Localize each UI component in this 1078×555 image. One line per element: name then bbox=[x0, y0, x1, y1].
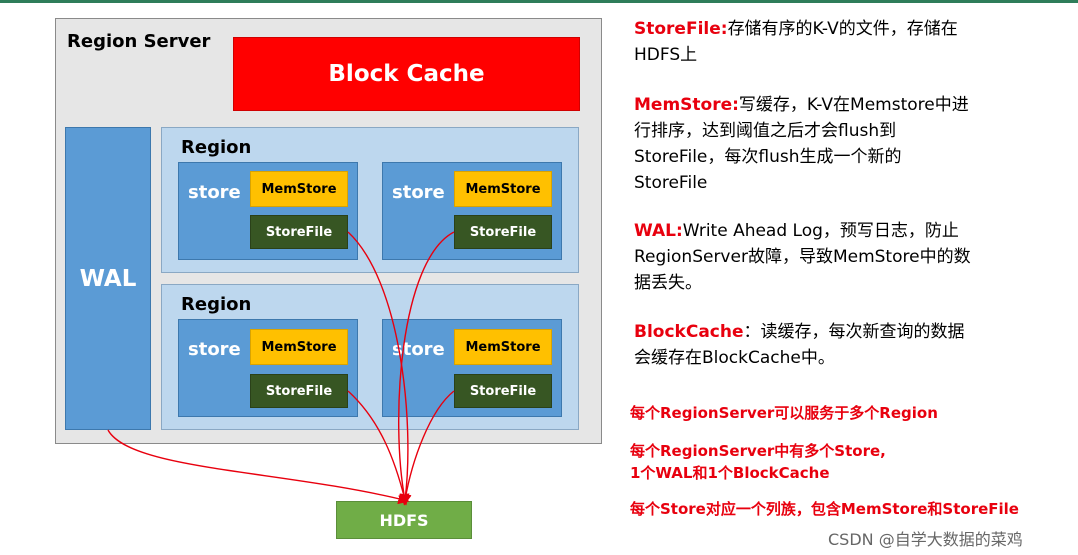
note-text: 存储有序的K-V的文件，存储在 bbox=[727, 19, 958, 39]
store-label: store bbox=[392, 182, 445, 203]
red-note: 每个RegionServer中有多个Store, 1个WAL和1个BlockCa… bbox=[630, 440, 1070, 484]
note-key: BlockCache bbox=[634, 322, 744, 342]
storefile-label: StoreFile bbox=[469, 224, 537, 240]
wal-label: WAL bbox=[79, 265, 137, 292]
memstore-label: MemStore bbox=[465, 181, 541, 197]
region-label: Region bbox=[181, 294, 252, 315]
note-text: 行排序，达到阈值之后才会flush到 bbox=[634, 121, 897, 141]
memstore-box: MemStore bbox=[454, 329, 552, 365]
note-text: RegionServer故障，导致MemStore中的数 bbox=[634, 247, 971, 267]
note-key: MemStore: bbox=[634, 95, 739, 115]
red-note: 每个Store对应一个列族，包含MemStore和StoreFile bbox=[630, 498, 1070, 520]
storefile-box: StoreFile bbox=[250, 215, 348, 249]
store-label: store bbox=[188, 339, 241, 360]
note-text: 写缓存，K-V在Memstore中进 bbox=[738, 95, 969, 115]
red-note-text: 每个RegionServer中有多个Store, bbox=[630, 442, 886, 460]
block-cache-box: Block Cache bbox=[233, 37, 580, 111]
note-key: StoreFile: bbox=[634, 19, 728, 39]
wal-box: WAL bbox=[65, 127, 151, 430]
csdn-watermark: CSDN @自学大数据的菜鸡 bbox=[828, 530, 1023, 549]
storefile-label: StoreFile bbox=[265, 383, 333, 399]
memstore-label: MemStore bbox=[465, 339, 541, 355]
hdfs-box: HDFS bbox=[336, 501, 472, 539]
hdfs-label: HDFS bbox=[379, 510, 429, 530]
memstore-box: MemStore bbox=[454, 171, 552, 207]
note-text: 会缓存在BlockCache中。 bbox=[634, 348, 835, 368]
region-label: Region bbox=[181, 137, 252, 158]
note-storefile: StoreFile:存储有序的K-V的文件，存储在 HDFS上 bbox=[634, 16, 1049, 68]
block-cache-label: Block Cache bbox=[328, 61, 485, 87]
memstore-label: MemStore bbox=[261, 181, 337, 197]
storefile-box: StoreFile bbox=[250, 374, 348, 408]
store-label: store bbox=[392, 339, 445, 360]
storefile-box: StoreFile bbox=[454, 374, 552, 408]
storefile-label: StoreFile bbox=[469, 383, 537, 399]
storefile-box: StoreFile bbox=[454, 215, 552, 249]
note-text: StoreFile bbox=[634, 173, 708, 193]
note-text: HDFS上 bbox=[634, 45, 698, 65]
memstore-box: MemStore bbox=[250, 171, 348, 207]
note-text: Write Ahead Log，预写日志，防止 bbox=[682, 221, 959, 241]
note-wal: WAL:Write Ahead Log，预写日志，防止 RegionServer… bbox=[634, 218, 1049, 296]
note-memstore: MemStore:写缓存，K-V在Memstore中进 行排序，达到阈值之后才会… bbox=[634, 92, 1049, 196]
region-server-label: Region Server bbox=[67, 31, 211, 52]
memstore-box: MemStore bbox=[250, 329, 348, 365]
red-note-text: 1个WAL和1个BlockCache bbox=[630, 464, 830, 482]
red-note: 每个RegionServer可以服务于多个Region bbox=[630, 402, 1070, 424]
note-text: ：读缓存，每次新查询的数据 bbox=[743, 322, 965, 342]
top-border-line bbox=[0, 0, 1078, 3]
note-text: 据丢失。 bbox=[634, 273, 702, 293]
note-text: StoreFile，每次flush生成一个新的 bbox=[634, 147, 902, 167]
red-note-text: 每个RegionServer可以服务于多个Region bbox=[630, 404, 938, 422]
store-label: store bbox=[188, 182, 241, 203]
note-blockcache: BlockCache：读缓存，每次新查询的数据 会缓存在BlockCache中。 bbox=[634, 319, 1049, 371]
note-key: WAL: bbox=[634, 221, 683, 241]
storefile-label: StoreFile bbox=[265, 224, 333, 240]
memstore-label: MemStore bbox=[261, 339, 337, 355]
red-note-text: 每个Store对应一个列族，包含MemStore和StoreFile bbox=[630, 500, 1019, 518]
